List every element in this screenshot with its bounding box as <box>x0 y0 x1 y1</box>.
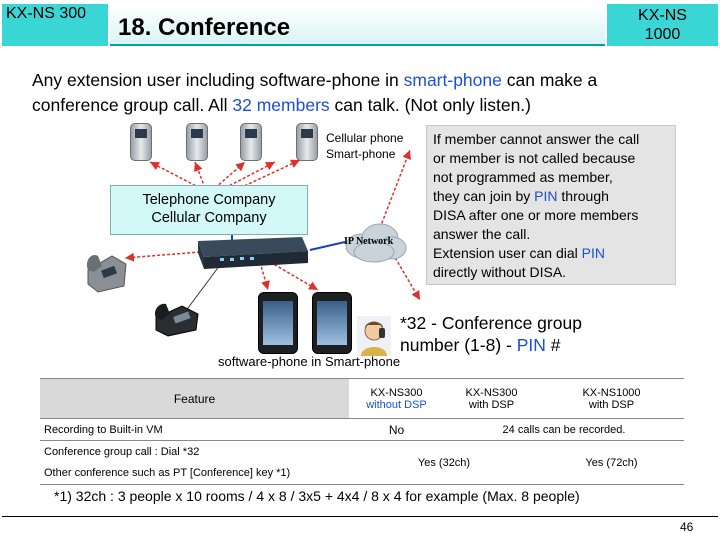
table-cell: Yes (72ch) <box>585 456 638 469</box>
info-text: Extension user can dial <box>433 245 582 261</box>
pin-highlight: PIN <box>581 245 605 261</box>
ip-network-cloud-icon <box>345 223 407 263</box>
ip-network-label: IP Network <box>344 236 394 247</box>
model-label-left: KX-NS 300 <box>2 4 108 46</box>
table-cell: No <box>388 422 405 437</box>
pbx-router-icon <box>198 237 308 269</box>
cellular-phone-icon <box>240 123 262 161</box>
info-line: directly without DISA. <box>433 264 567 280</box>
header-line: with DSP <box>588 398 635 411</box>
intro-text-2: can make a <box>501 70 598 90</box>
intro-text-3: conference group call. All <box>32 95 233 115</box>
conference-code-line2: number (1-8) - <box>400 335 517 355</box>
info-line: answer the call. <box>433 226 531 242</box>
footnote: *1) 32ch : 3 people x 10 rooms / 4 x 8 /… <box>54 488 580 504</box>
model-label-right-line1: KX-NS <box>638 7 687 24</box>
info-line: DISA after one or more members <box>433 207 639 223</box>
smart-phone-icon <box>258 292 298 354</box>
title-bar <box>110 4 605 46</box>
intro-highlight-2: 32 members <box>232 95 330 115</box>
table-header-feature: Feature <box>40 378 349 419</box>
desk-phone-icon <box>154 303 199 337</box>
smart-phone-icon <box>312 292 352 354</box>
footer-divider <box>2 516 718 517</box>
cellular-label-line1: Cellular phone <box>326 131 404 145</box>
header-line: with DSP <box>468 398 515 411</box>
table-cell: Other conference such as PT [Conference]… <box>44 467 291 480</box>
cellular-phone-icon <box>130 123 152 161</box>
telco-line1: Telephone Company <box>142 192 276 208</box>
model-label-right-line2: 1000 <box>644 26 681 43</box>
pin-highlight: PIN <box>516 335 546 355</box>
model-label-right: KX-NS 1000 <box>607 4 718 46</box>
header-line: without DSP <box>366 398 427 411</box>
table-cell: Yes (32ch) <box>417 456 471 469</box>
table-cell: Conference group call : Dial *32 <box>44 445 200 458</box>
desk-phone-icon <box>86 254 127 293</box>
table-cell: Recording to Built-in VM <box>44 423 163 436</box>
header-line: KX-NS300 <box>370 386 423 399</box>
intro-text-1: Any extension user including software-ph… <box>32 70 404 90</box>
pin-highlight: PIN <box>534 188 558 204</box>
software-phone-label: software-phone in Smart-phone <box>218 354 401 369</box>
page-title: 18. Conference <box>118 14 291 41</box>
table-row: Recording to Built-in VM No 24 calls can… <box>40 419 684 441</box>
info-box: If member cannot answer the call or memb… <box>426 125 676 285</box>
cellular-phone-icon <box>296 123 318 161</box>
info-line: If member cannot answer the call <box>433 131 640 147</box>
intro-text: Any extension user including software-ph… <box>32 68 702 118</box>
info-text: they can join by <box>433 188 535 204</box>
conference-code: *32 - Conference group number (1-8) - PI… <box>400 312 582 356</box>
intro-highlight-1: smart-phone <box>403 70 502 90</box>
telco-line2: Cellular Company <box>151 210 267 226</box>
intro-text-4: can talk. (Not only listen.) <box>329 95 531 115</box>
info-text: through <box>557 188 609 204</box>
conference-code-end: # <box>545 335 561 355</box>
page-number: 46 <box>680 520 694 534</box>
cellular-label-line2: Smart-phone <box>326 147 396 161</box>
person-on-phone-icon <box>357 316 391 356</box>
header-line: KX-NS1000 <box>582 386 641 399</box>
cellular-label: Cellular phone Smart-phone <box>326 130 403 162</box>
table-row: Conference group call : Dial *32 Yes (32… <box>40 441 684 469</box>
conference-code-line1: *32 - Conference group <box>400 313 582 333</box>
telephone-company-box: Telephone Company Cellular Company <box>110 185 308 235</box>
table-cell: 24 calls can be recorded. <box>502 423 626 436</box>
info-line: not programmed as member, <box>433 169 613 185</box>
cellular-phone-icon <box>186 123 208 161</box>
header-line: KX-NS300 <box>465 386 518 399</box>
info-line: or member is not called because <box>433 150 636 166</box>
